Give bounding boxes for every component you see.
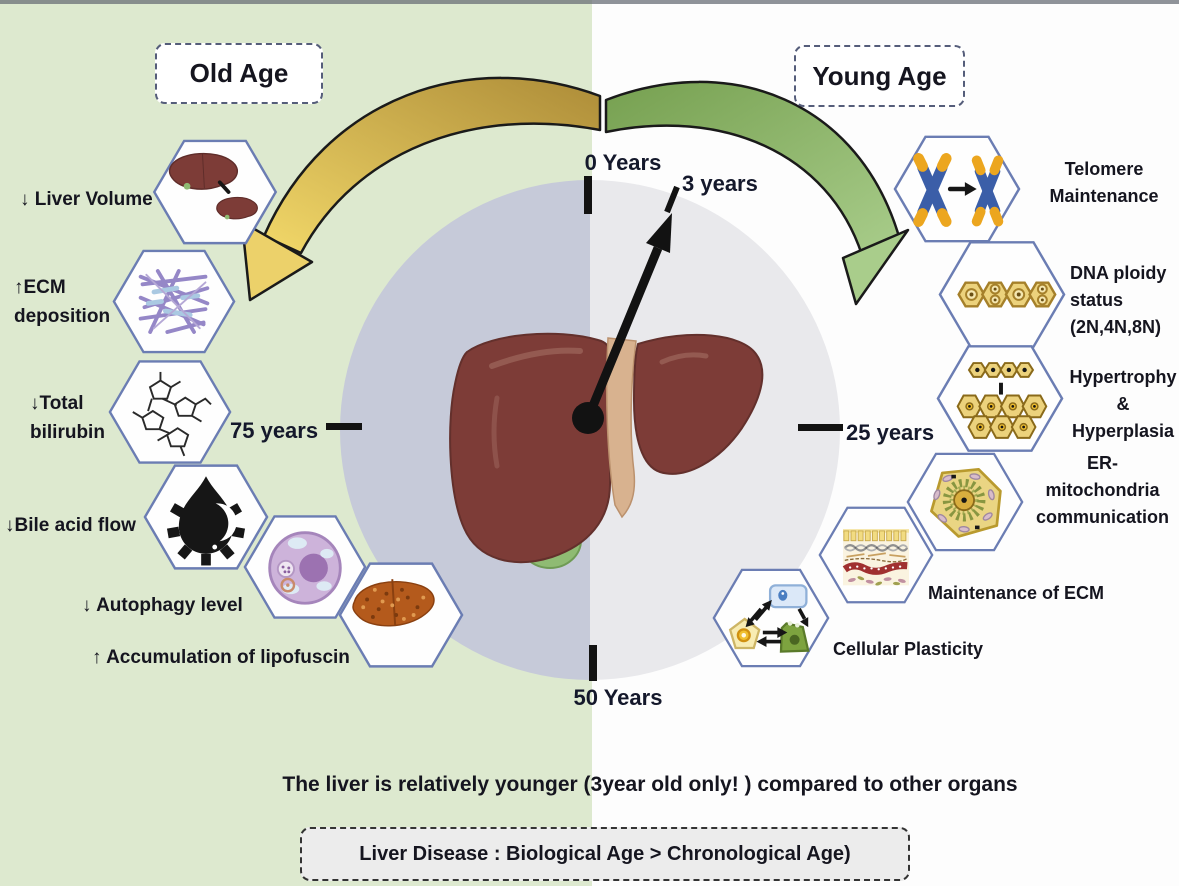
young-age-curved-arrow <box>604 80 910 306</box>
label-autophagy-level: ↓ Autophagy level <box>82 595 243 616</box>
label-dna-ploidy: DNA ploidy status (2N,4N,8N) <box>1070 263 1167 337</box>
footer-sentence: The liver is relatively younger (3year o… <box>282 773 1018 796</box>
tick-75-years <box>326 423 362 430</box>
clock-label-0-years: 0 Years <box>584 150 662 175</box>
young-age-title: Young Age <box>812 60 947 91</box>
hex-cellular-plasticity <box>712 568 830 668</box>
chromosomes-icon <box>913 153 1004 227</box>
label-total-bilirubin: ↓Total bilirubin <box>30 393 105 443</box>
label-ecm-deposition: ↑ECM deposition <box>14 277 111 327</box>
label-telomere: Telomere Maintenance <box>1049 159 1159 206</box>
hex-bile-acid-flow <box>143 464 269 570</box>
ecm-fibers-icon <box>138 269 210 334</box>
label-ecm-maintenance: Maintenance of ECM <box>928 583 1105 603</box>
clock-hand <box>572 185 680 434</box>
liver-illustration <box>449 332 764 569</box>
cell-plasticity-icon <box>728 584 810 653</box>
label-bile-acid-flow: ↓Bile acid flow <box>5 515 136 536</box>
bilirubin-molecule-icon <box>132 371 212 457</box>
clock-label-3-years: 3 years <box>682 171 758 196</box>
lipofuscin-liver-icon <box>352 579 435 627</box>
label-hypertrophy: Hypertrophy & Hyperplasia <box>1069 367 1177 441</box>
hex-lipofuscin <box>338 562 464 668</box>
tick-3-years <box>664 185 680 214</box>
clock-label-50-years: 50 Years <box>573 685 663 710</box>
clock-hand-arrowhead <box>646 213 672 253</box>
tick-0-years <box>584 176 592 214</box>
falciform-ligament <box>605 337 637 519</box>
label-lipofuscin: ↑ Accumulation of lipofuscin <box>92 647 350 668</box>
clock-ticks <box>326 176 843 681</box>
label-cellular-plasticity: Cellular Plasticity <box>833 639 984 659</box>
clock-hub <box>572 402 604 434</box>
young-age-title-box: Young Age <box>794 45 965 107</box>
liver-disease-note: Liver Disease : Biological Age > Chronol… <box>359 842 851 865</box>
liver-disease-note-box: Liver Disease : Biological Age > Chronol… <box>300 827 910 881</box>
label-liver-volume: ↓ Liver Volume <box>20 189 153 210</box>
hex-telomere <box>893 135 1021 243</box>
hypertrophy-cells-icon <box>956 362 1048 439</box>
two-livers-icon <box>168 152 258 220</box>
tick-25-years <box>798 424 843 431</box>
old-age-title: Old Age <box>189 58 289 88</box>
old-age-arrowhead <box>240 220 314 302</box>
hex-ecm-deposition <box>112 249 236 354</box>
liver-left-lobe <box>449 332 611 564</box>
old-age-curved-arrow <box>240 76 602 302</box>
young-age-arrowhead <box>841 228 910 306</box>
hex-liver-volume <box>152 139 278 245</box>
hex-ecm-maintenance <box>818 506 934 604</box>
ecm-layers-icon <box>842 529 910 586</box>
bile-gear-drop-icon <box>166 476 246 566</box>
clock-label-25-years: 25 years <box>846 420 935 445</box>
hex-hypertrophy <box>936 345 1064 452</box>
er-mitochondria-cell-icon <box>930 467 1002 538</box>
autophagy-cell-icon <box>268 531 342 605</box>
ploidy-cells-icon <box>957 281 1057 308</box>
old-age-title-box: Old Age <box>155 43 323 104</box>
figure-top-border <box>0 0 1179 4</box>
clock-label-75-years: 75 years <box>230 418 319 443</box>
liver-right-lobe <box>632 333 764 475</box>
tick-50-years <box>589 645 597 681</box>
hex-er-mitochondria <box>906 452 1024 552</box>
label-er-mitochondria: ER- mitochondria communication <box>1035 453 1169 527</box>
hex-dna-ploidy <box>938 241 1066 348</box>
hex-autophagy-level <box>243 515 367 619</box>
hex-total-bilirubin <box>108 360 232 464</box>
